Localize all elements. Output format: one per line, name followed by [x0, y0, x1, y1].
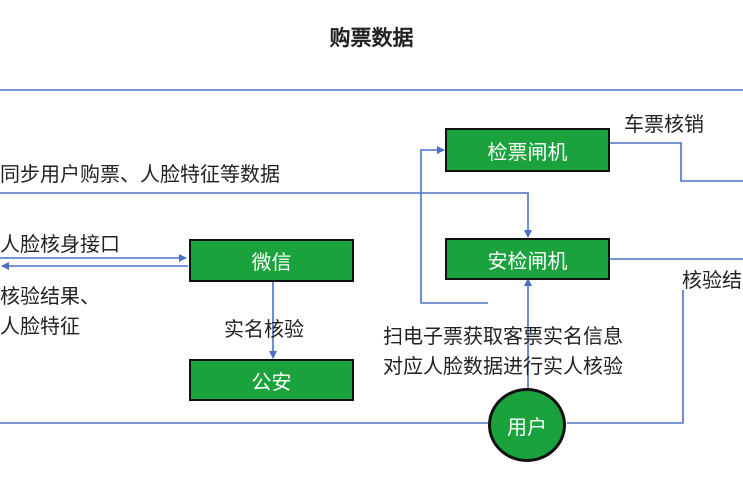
wechat-node: 微信 [189, 239, 354, 282]
scan-label-2: 对应人脸数据进行实人核验 [383, 354, 623, 378]
police-node: 公安 [189, 359, 354, 401]
realname-verify-label: 实名核验 [224, 317, 304, 341]
sync-data-label: 同步用户购票、人脸特征等数据 [0, 162, 280, 186]
verify-result-right-label: 核验结 [682, 268, 742, 292]
security-gate-node: 安检闸机 [445, 238, 610, 280]
ticket-gate-node: 检票闸机 [445, 128, 610, 172]
user-right-line [567, 290, 684, 424]
ticket-writeoff-line [610, 142, 743, 182]
sync-data-arrow [0, 192, 532, 238]
ticket-writeoff-label: 车票核销 [624, 112, 704, 136]
verify-result-label-2: 人脸特征 [0, 314, 80, 338]
scan-label-1: 扫电子票获取客票实名信息 [383, 324, 623, 348]
user-node: 用户 [488, 388, 566, 462]
diagram-title: 购票数据 [329, 26, 414, 50]
user-to-ticket-gate-arrow [420, 146, 488, 304]
face-verify-api-label: 人脸核身接口 [0, 232, 120, 256]
verify-result-label-1: 核验结果、 [0, 284, 100, 308]
